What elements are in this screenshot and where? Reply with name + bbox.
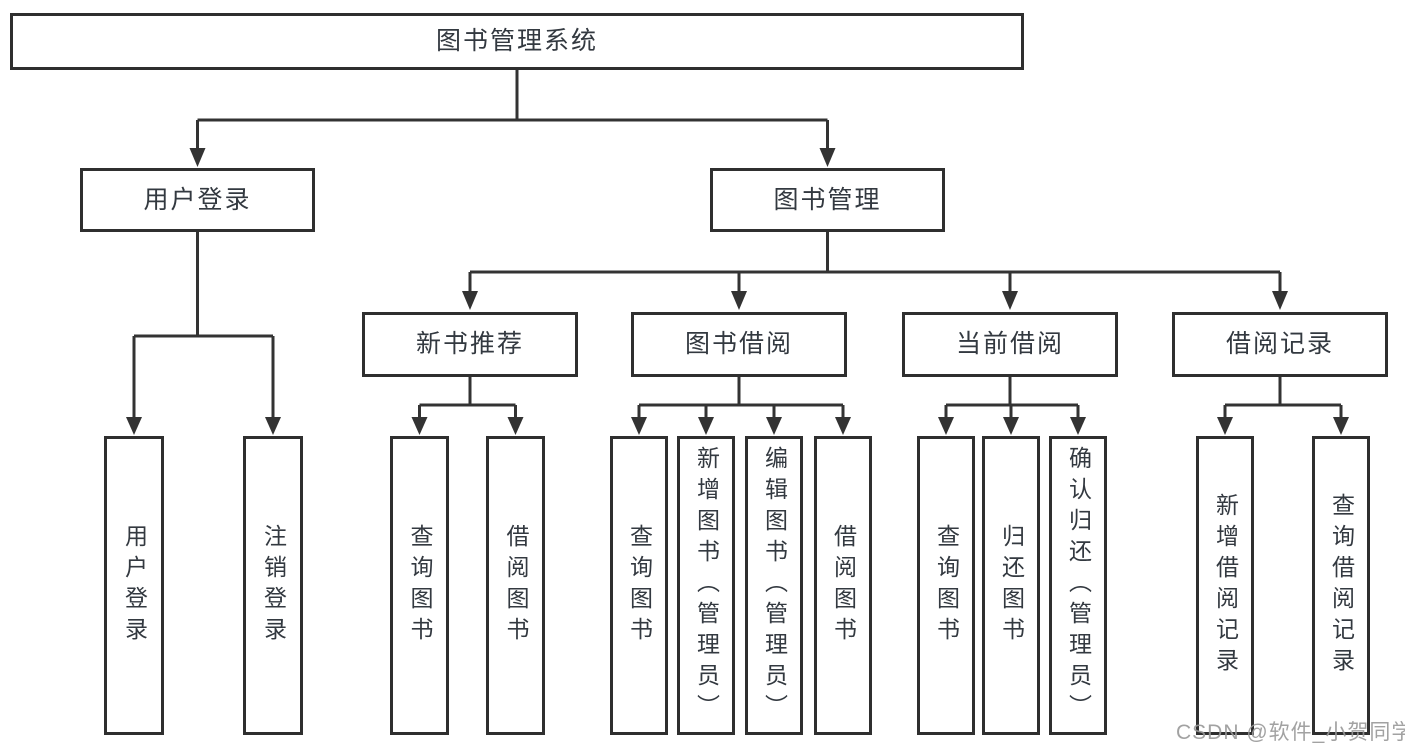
arrowhead-icon xyxy=(1333,417,1349,435)
arrowhead-icon xyxy=(462,291,478,310)
connector-borrow-records-to-leaves xyxy=(1217,377,1349,435)
connector-root-to-level1 xyxy=(189,70,836,167)
arrowhead-icon xyxy=(265,417,281,435)
arrowhead-icon xyxy=(631,417,647,435)
leaf-add-borrow-record: 新增借阅记录 xyxy=(1196,436,1254,735)
leaf-edit-books-admin: 编辑图书（管理员） xyxy=(745,436,803,735)
node-borrowing-records: 借阅记录 xyxy=(1172,312,1388,377)
leaf-borrow-books-2: 借阅图书 xyxy=(814,436,872,735)
leaf-query-borrow-record: 查询借阅记录 xyxy=(1312,436,1370,735)
leaf-logout: 注销登录 xyxy=(243,436,303,735)
arrowhead-icon xyxy=(507,417,524,435)
connector-book-borrow-to-leaves xyxy=(631,377,851,435)
node-label: 新增图书（管理员） xyxy=(693,446,720,725)
node-label: 新书推荐 xyxy=(415,330,524,358)
node-label: 图书管理系统 xyxy=(435,27,598,55)
node-label: 当前借阅 xyxy=(955,330,1064,358)
node-label: 查询图书 xyxy=(933,523,960,648)
leaf-query-books-3: 查询图书 xyxy=(917,436,975,735)
node-book-borrowing: 图书借阅 xyxy=(631,312,847,377)
node-label: 归还图书 xyxy=(998,523,1025,648)
node-new-book-recommend: 新书推荐 xyxy=(362,312,578,377)
arrowhead-icon xyxy=(1070,417,1086,435)
node-label: 注销登录 xyxy=(260,523,287,648)
node-label: 用户登录 xyxy=(143,185,252,214)
node-label: 确认归还（管理员） xyxy=(1065,446,1092,725)
watermark: CSDN @软件_小贺同学 xyxy=(1176,721,1405,744)
node-library-management-system: 图书管理系统 xyxy=(10,13,1024,70)
leaf-user-login: 用户登录 xyxy=(104,436,164,735)
node-user-login: 用户登录 xyxy=(80,168,315,232)
arrowhead-icon xyxy=(835,417,851,435)
arrowhead-icon xyxy=(126,417,142,435)
arrowhead-icon xyxy=(698,417,714,435)
arrowhead-icon xyxy=(1272,291,1288,310)
leaf-add-books-admin: 新增图书（管理员） xyxy=(677,436,735,735)
connector-current-borrow-to-leaves xyxy=(938,377,1086,435)
node-label: 借阅图书 xyxy=(830,523,857,648)
connector-user-login-to-leaves xyxy=(126,232,281,435)
node-label: 借阅记录 xyxy=(1225,330,1334,358)
arrowhead-icon xyxy=(1003,417,1019,435)
connector-new-book-to-leaves xyxy=(411,377,524,435)
arrowhead-icon xyxy=(189,148,206,167)
leaf-query-books-2: 查询图书 xyxy=(610,436,668,735)
leaf-confirm-return-admin: 确认归还（管理员） xyxy=(1049,436,1107,735)
node-book-management: 图书管理 xyxy=(710,168,945,232)
node-label: 用户登录 xyxy=(121,523,148,648)
arrowhead-icon xyxy=(938,417,954,435)
leaf-borrow-books-1: 借阅图书 xyxy=(486,436,545,735)
node-label: 编辑图书（管理员） xyxy=(761,446,788,725)
arrowhead-icon xyxy=(819,148,836,167)
node-label: 查询借阅记录 xyxy=(1328,492,1355,679)
node-label: 图书管理 xyxy=(773,185,882,214)
arrowhead-icon xyxy=(731,291,747,310)
node-label: 图书借阅 xyxy=(684,330,793,358)
node-label: 查询图书 xyxy=(407,523,433,648)
arrowhead-icon xyxy=(1217,417,1233,435)
node-label: 查询图书 xyxy=(626,523,653,648)
arrowhead-icon xyxy=(1002,291,1018,310)
arrowhead-icon xyxy=(411,417,428,435)
leaf-return-books: 归还图书 xyxy=(982,436,1040,735)
leaf-query-books-1: 查询图书 xyxy=(390,436,449,735)
arrowhead-icon xyxy=(766,417,782,435)
node-label: 新增借阅记录 xyxy=(1212,492,1239,679)
node-current-borrowing: 当前借阅 xyxy=(902,312,1118,377)
node-label: 借阅图书 xyxy=(503,523,529,648)
connector-book-mgmt-to-level2 xyxy=(462,232,1288,310)
